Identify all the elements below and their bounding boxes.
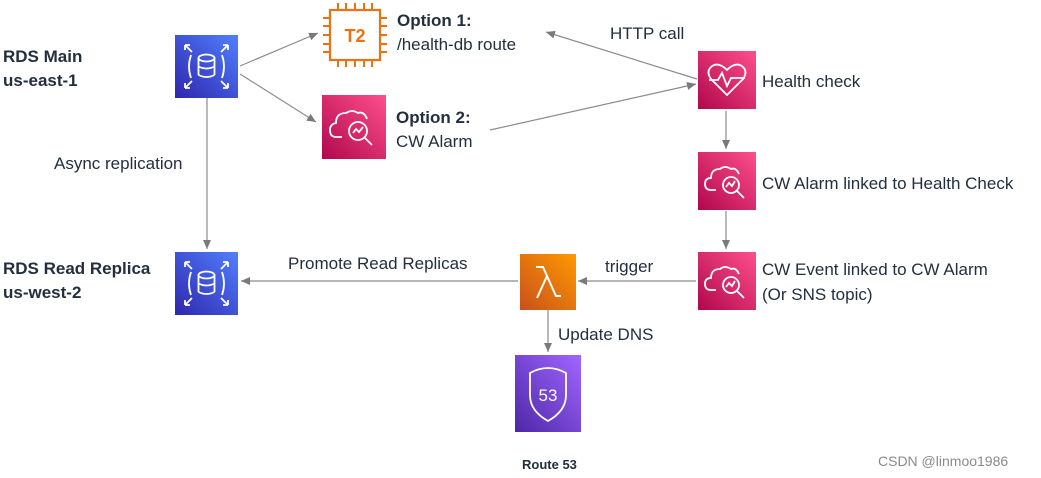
arrow-rds-to-option2 xyxy=(239,73,317,123)
option2-heading: Option 2: xyxy=(396,108,471,127)
trigger-label: trigger xyxy=(605,257,654,276)
health-check-heartbeat-icon xyxy=(698,51,756,109)
rds-main-icon xyxy=(175,35,238,98)
arrow-option2-to-healthcheck xyxy=(489,82,697,131)
cw-alarm-icon xyxy=(698,152,756,210)
arrow-rds-to-option1 xyxy=(239,32,319,67)
health-check-label: Health check xyxy=(762,72,861,91)
rds-replica-title: RDS Read Replica xyxy=(3,259,151,278)
rds-replica-region: us-west-2 xyxy=(3,283,82,302)
option1-text: /health-db route xyxy=(397,35,517,54)
promote-label: Promote Read Replicas xyxy=(288,254,468,273)
route53-shield-icon: 53 xyxy=(515,355,581,432)
ec2-t2-instance-icon: T2 xyxy=(323,3,387,67)
option2-text: CW Alarm xyxy=(396,132,473,151)
lambda-icon xyxy=(520,254,576,310)
arrow-healthcheck-to-option1 xyxy=(545,30,698,80)
update-dns-label: Update DNS xyxy=(558,325,654,344)
http-call-label: HTTP call xyxy=(610,24,685,43)
route53-badge: 53 xyxy=(539,386,558,405)
rds-main-title: RDS Main xyxy=(3,47,83,66)
option2-cloudwatch-icon xyxy=(322,95,386,159)
cw-event-sublabel: (Or SNS topic) xyxy=(762,285,873,304)
t2-badge: T2 xyxy=(344,26,365,46)
rds-main-region: us-east-1 xyxy=(3,71,78,90)
option1-heading: Option 1: xyxy=(397,11,472,30)
cw-event-icon xyxy=(698,252,756,310)
cw-event-label: CW Event linked to CW Alarm xyxy=(762,260,988,279)
route53-label: Route 53 xyxy=(522,457,577,472)
watermark: CSDN @linmoo1986 xyxy=(878,453,1009,469)
edges xyxy=(203,30,730,352)
cw-alarm-label: CW Alarm linked to Health Check xyxy=(762,174,1014,193)
async-replication-label: Async replication xyxy=(54,154,183,173)
rds-replica-icon xyxy=(175,252,238,315)
